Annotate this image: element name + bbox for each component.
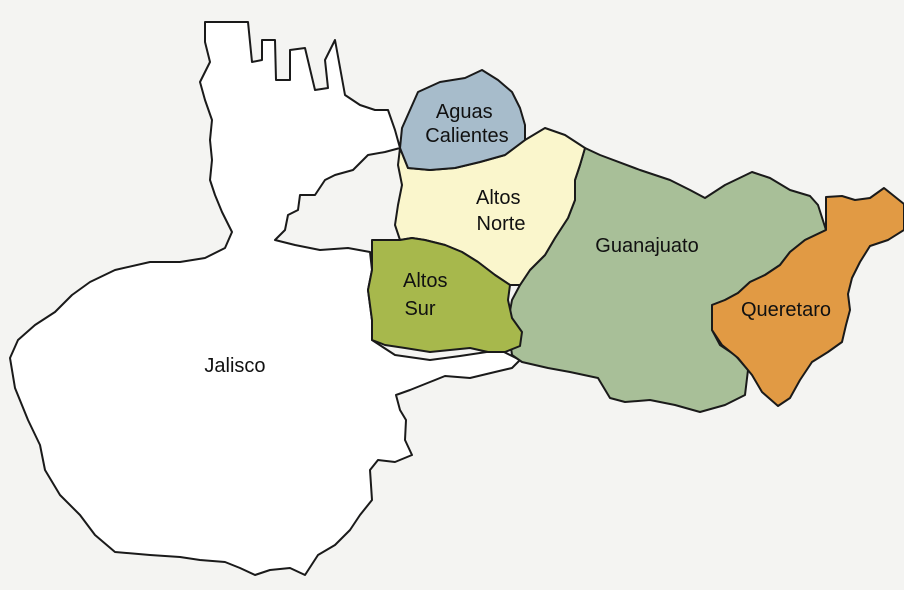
label-altos-norte: Altos Norte	[476, 187, 526, 235]
label-queretaro: Queretaro	[741, 299, 831, 321]
label-altos-sur: Altos Sur	[403, 270, 453, 320]
label-guanajuato: Guanajuato	[595, 235, 698, 257]
region-altos-sur[interactable]	[367, 237, 523, 353]
region-queretaro[interactable]	[711, 187, 904, 407]
region-jalisco[interactable]	[9, 21, 521, 576]
label-aguascalientes: Aguas Calientes	[425, 101, 508, 147]
label-jalisco: Jalisco	[204, 355, 265, 377]
region-aguascalientes[interactable]	[399, 69, 526, 171]
